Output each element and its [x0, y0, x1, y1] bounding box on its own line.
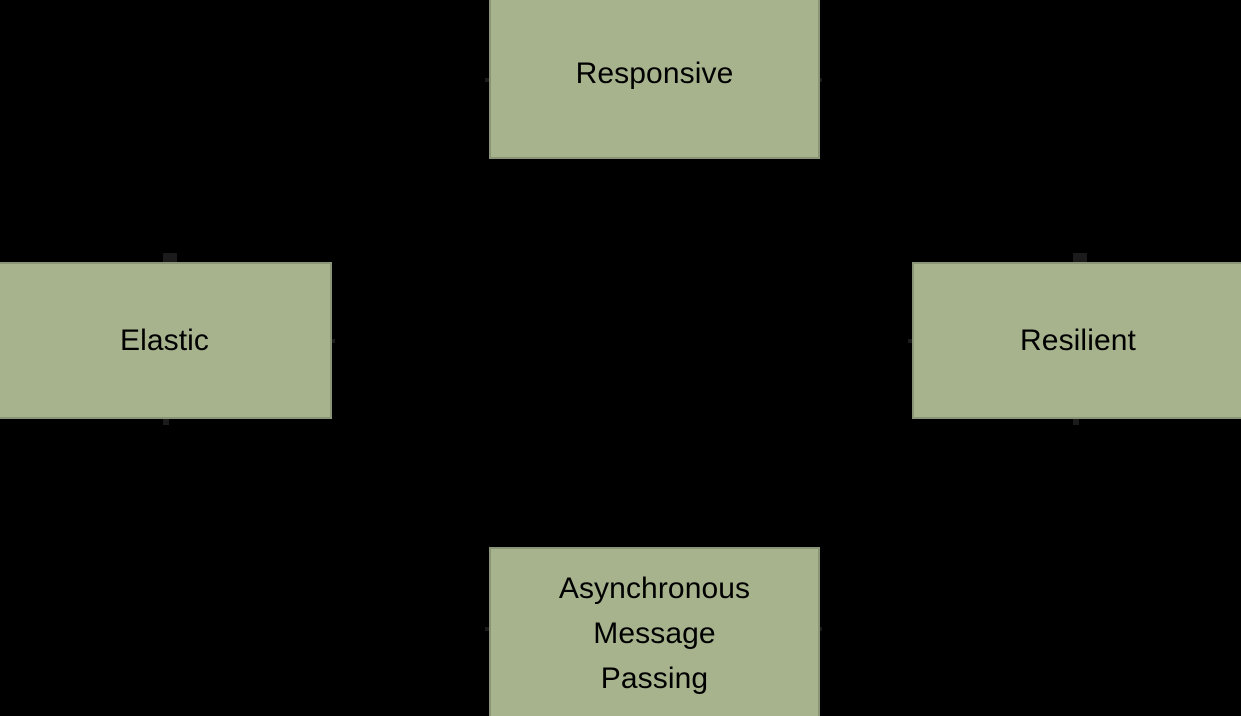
connector-stub-resilient-left — [908, 339, 912, 343]
node-resilient[interactable]: Resilient — [912, 262, 1241, 419]
edge-async-elastic — [332, 631, 489, 633]
connector-stub-responsive-left — [485, 78, 489, 82]
connector-stub-elastic-top — [163, 253, 177, 262]
connector-stub-async-left — [485, 627, 489, 631]
edge-async-resilient — [820, 631, 912, 633]
connector-stub-responsive-right — [818, 78, 822, 82]
node-asynchronous-message-passing[interactable]: Asynchronous Message Passing — [489, 547, 820, 716]
node-elastic-label: Elastic — [119, 324, 210, 357]
edge-async-responsive — [653, 159, 655, 547]
connector-stub-resilient-bottom — [1073, 419, 1079, 425]
connector-stub-resilient-top — [1073, 253, 1087, 262]
connector-stub-elastic-bottom — [163, 419, 169, 425]
node-responsive-label: Responsive — [575, 56, 734, 90]
edge-elastic-responsive — [332, 80, 489, 82]
connector-stub-elastic-right — [331, 339, 335, 343]
connector-stub-async-right — [818, 627, 822, 631]
node-asynchronous-message-passing-label: Asynchronous Message Passing — [558, 571, 751, 695]
node-resilient-label: Resilient — [1020, 324, 1136, 357]
node-responsive[interactable]: Responsive — [489, 0, 820, 159]
edge-resilient-responsive — [820, 80, 912, 82]
node-elastic[interactable]: Elastic — [0, 262, 332, 419]
